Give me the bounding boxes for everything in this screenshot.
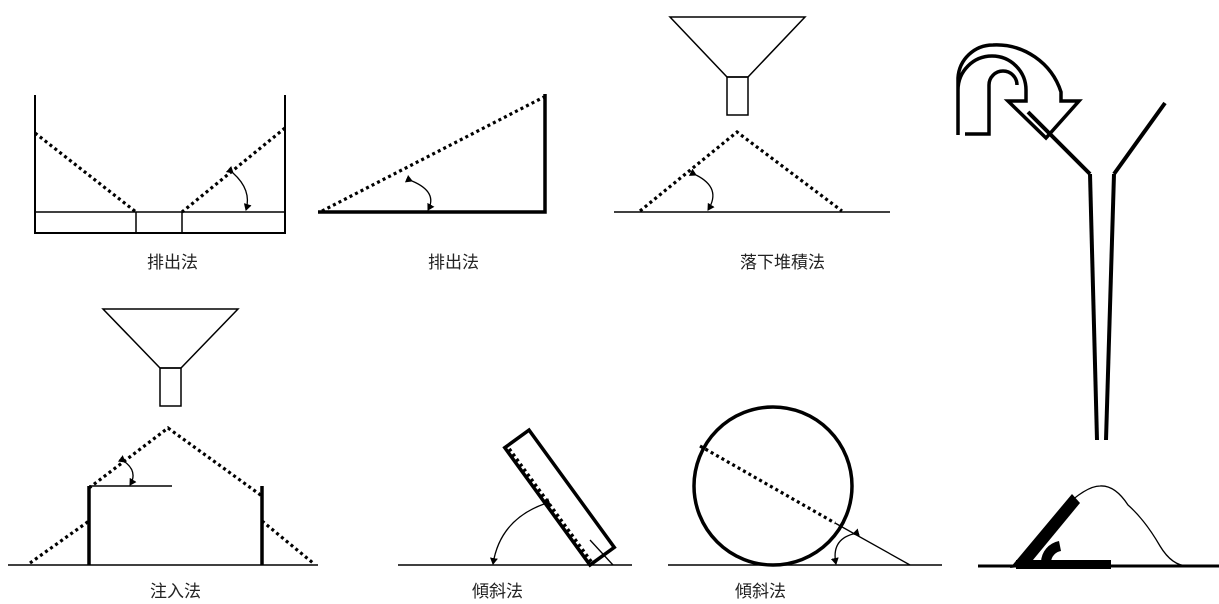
caption-tilting-box: 傾斜法 — [472, 582, 523, 602]
caption-discharge-box: 排出法 — [147, 253, 198, 273]
panel-fixed-funnel: 落下堆積法 — [614, 16, 890, 273]
panel-fixed-base: 注入法 — [8, 308, 318, 602]
caption-rotating-cylinder: 傾斜法 — [735, 582, 786, 602]
panel-discharge-box: 排出法 — [34, 95, 287, 273]
caption-discharge-wedge: 排出法 — [428, 253, 479, 273]
protractor-icon — [1010, 494, 1111, 569]
panel-tilting-box: 傾斜法 — [398, 427, 632, 602]
funnel-icon — [668, 16, 807, 78]
caption-fixed-funnel: 落下堆積法 — [740, 253, 825, 273]
panel-funnel-heap-icon — [956, 43, 1219, 569]
funnel-icon — [101, 308, 240, 369]
u-turn-arrow-icon — [956, 43, 1083, 141]
panel-rotating-cylinder: 傾斜法 — [668, 405, 942, 602]
caption-fixed-base: 注入法 — [150, 582, 201, 602]
panel-discharge-wedge: 排出法 — [318, 94, 547, 273]
